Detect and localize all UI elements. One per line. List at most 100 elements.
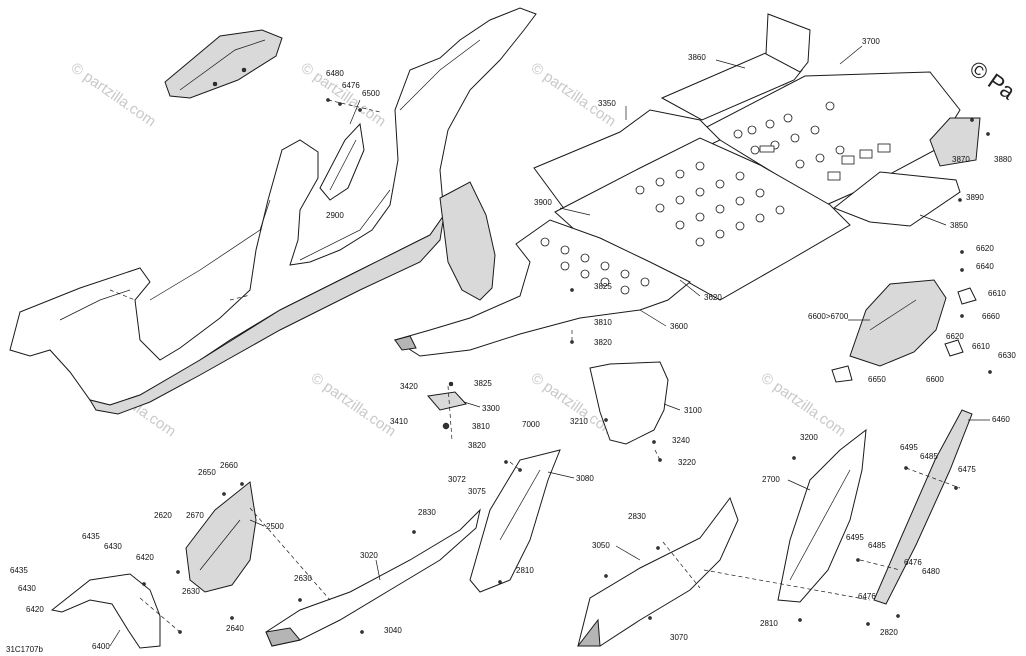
part-2900	[319, 122, 365, 201]
callout-3210: 3210	[570, 417, 588, 426]
callout-2630: 2630	[294, 574, 312, 583]
callout-6480: 6480	[326, 69, 344, 78]
callout-3620: 3620	[704, 293, 722, 302]
callout-2640: 2640	[226, 624, 244, 633]
callout-3825-b: 3825	[474, 379, 492, 388]
callout-6495: 6495	[900, 443, 918, 452]
callout-6600: 6600	[926, 375, 944, 384]
part-6400	[50, 573, 161, 649]
part-3860-plate	[660, 13, 811, 121]
callout-6420: 6420	[136, 553, 154, 562]
plate-3600-holes	[540, 237, 650, 295]
callout-6620-b: 6620	[946, 332, 964, 341]
part-2500	[185, 481, 257, 593]
callout-3900: 3900	[534, 198, 552, 207]
callout-2670: 2670	[186, 511, 204, 520]
callout-6430-b: 6430	[18, 584, 36, 593]
callout-3420: 3420	[400, 382, 418, 391]
callout-3820-b: 3820	[468, 441, 486, 450]
diagram-code: 31C1707b	[6, 645, 43, 654]
watermark-1: © partzilla.com	[68, 59, 159, 130]
part-3850-plate	[833, 171, 961, 227]
callout-3075: 3075	[468, 487, 486, 496]
callout-6475: 6475	[958, 465, 976, 474]
callout-2660: 2660	[220, 461, 238, 470]
callout-6485-b: 6485	[868, 541, 886, 550]
callout-6485: 6485	[920, 452, 938, 461]
part-2700	[777, 428, 867, 603]
callout-6495-b: 6495	[846, 533, 864, 542]
callout-3040: 3040	[384, 626, 402, 635]
callout-6476: 6476	[342, 81, 360, 90]
callout-3880: 3880	[994, 155, 1012, 164]
callout-6640: 6640	[976, 262, 994, 271]
callout-2830-b: 2830	[628, 512, 646, 521]
part-3600-plate	[393, 219, 691, 357]
callout-3072: 3072	[448, 475, 466, 484]
callout-3850: 3850	[950, 221, 968, 230]
callout-6460: 6460	[992, 415, 1010, 424]
callout-2810-b: 2810	[760, 619, 778, 628]
callout-6630: 6630	[998, 351, 1016, 360]
callout-2700: 2700	[762, 475, 780, 484]
callout-3070: 3070	[670, 633, 688, 642]
callout-3020: 3020	[360, 551, 378, 560]
callout-3350: 3350	[598, 99, 616, 108]
callout-leaders	[109, 45, 990, 647]
callout-3600: 3600	[670, 322, 688, 331]
callout-6660: 6660	[982, 312, 1000, 321]
watermark-6: © partzilla.com	[308, 369, 399, 440]
callout-3810: 3810	[594, 318, 612, 327]
plate-3700-holes	[733, 101, 891, 181]
callout-6476-c: 6476	[858, 592, 876, 601]
callout-3200: 3200	[800, 433, 818, 442]
part-3080	[469, 449, 561, 593]
part-3050	[576, 496, 739, 647]
callout-2810: 2810	[516, 566, 534, 575]
callout-labels: 6480 6476 6500 2900 3860 3700 3350 3870 …	[10, 37, 1016, 651]
callout-6610: 6610	[988, 289, 1006, 298]
callout-2500: 2500	[266, 522, 284, 531]
callout-3700: 3700	[862, 37, 880, 46]
callout-3825: 3825	[594, 282, 612, 291]
part-body-frame	[9, 7, 537, 415]
callout-2830: 2830	[418, 508, 436, 517]
callout-3220: 3220	[678, 458, 696, 467]
callout-6650: 6650	[868, 375, 886, 384]
callout-6430: 6430	[104, 542, 122, 551]
callout-3820: 3820	[594, 338, 612, 347]
callout-6480-b: 6480	[922, 567, 940, 576]
callout-6420-b: 6420	[26, 605, 44, 614]
callout-2620: 2620	[154, 511, 172, 520]
callout-3870: 3870	[952, 155, 970, 164]
callout-2650: 2650	[198, 468, 216, 477]
callout-3100: 3100	[684, 406, 702, 415]
callout-2630-b: 2630	[182, 587, 200, 596]
callout-6435-b: 6435	[10, 566, 28, 575]
callout-3300: 3300	[482, 404, 500, 413]
part-3870-bracket	[929, 117, 981, 167]
watermark-3: © partzilla.com	[528, 59, 619, 130]
part-6460	[873, 409, 973, 605]
callout-7000: 7000	[522, 420, 540, 429]
part-3020	[265, 508, 481, 647]
plate-3900-holes	[635, 161, 785, 247]
watermark-corner: © Pa	[965, 56, 1020, 105]
assembly-lines	[139, 99, 961, 633]
callout-3410: 3410	[390, 417, 408, 426]
part-center-shield	[439, 181, 496, 301]
callout-6600-6700: 6600>6700	[808, 312, 849, 321]
part-3300	[427, 381, 467, 430]
callout-6620: 6620	[976, 244, 994, 253]
callout-2900: 2900	[326, 211, 344, 220]
callout-6500: 6500	[362, 89, 380, 98]
callout-3860: 3860	[688, 53, 706, 62]
part-6600	[831, 279, 977, 383]
callout-6610-b: 6610	[972, 342, 990, 351]
callout-3890: 3890	[966, 193, 984, 202]
callout-2820: 2820	[880, 628, 898, 637]
callout-6435: 6435	[82, 532, 100, 541]
callout-3050: 3050	[592, 541, 610, 550]
callout-3240: 3240	[672, 436, 690, 445]
